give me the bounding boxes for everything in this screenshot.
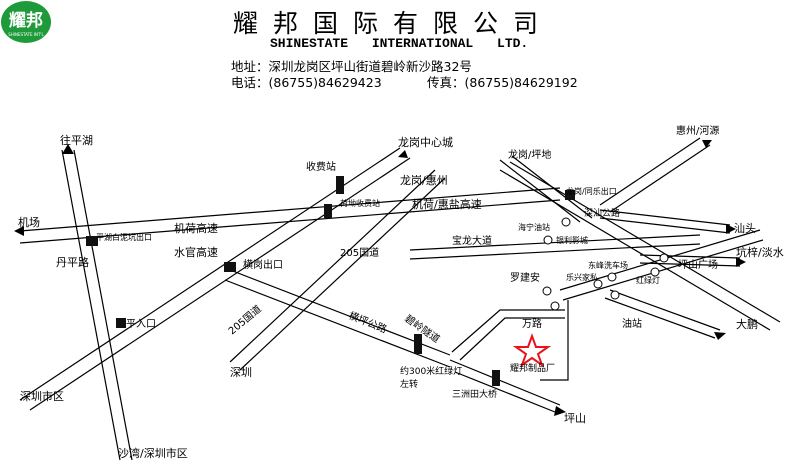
label-pingshan: 坪山	[564, 412, 586, 425]
label-turn-left: 左转	[400, 378, 418, 390]
label-shawan: 沙湾/深圳市区	[118, 446, 188, 460]
label-longgang-pingdi: 龙岗/坪地	[508, 148, 551, 161]
label-huizhou-heyuan: 惠州/河源	[676, 124, 719, 137]
road-baolong	[409, 234, 701, 260]
factory-marker-star	[512, 333, 552, 368]
road-to-factory	[451, 309, 565, 361]
label-biling-tunnel: 碧岭隧道	[402, 312, 442, 346]
arrow-wangpinghu	[62, 144, 74, 154]
label-tongle-exit: 龙岗/同乐出口	[566, 186, 617, 196]
label-danping: 丹平路	[56, 256, 89, 269]
landmark-yinli	[543, 235, 553, 245]
label-kengzi: 坑梓/淡水	[736, 245, 784, 259]
arrow-huizhou	[702, 140, 712, 148]
logo-text: 耀邦	[9, 10, 43, 31]
label-traffic-light: 红绿灯	[636, 275, 660, 285]
company-logo: 耀邦 SHINESTATE INT'L	[1, 1, 51, 43]
arrow-shantou	[726, 224, 736, 234]
logo-badge	[1, 1, 51, 43]
label-yinli: 银利影城	[556, 235, 588, 245]
label-pingshan-square: 坪山广场	[678, 258, 718, 271]
arrow-dapeng	[714, 332, 726, 340]
road-longgang-pingdi	[499, 155, 593, 223]
road-g205	[229, 169, 446, 371]
label-wangpinghu: 往平湖	[60, 133, 93, 147]
label-toll-station: 收费站	[306, 160, 336, 173]
label-g205-1: 205国道	[340, 246, 379, 259]
label-jihe-huiyan: 机荷/惠盐高速	[412, 197, 482, 211]
label-shenzhen-2: 深圳	[230, 366, 252, 379]
landmark-haining	[561, 217, 571, 227]
arrow-pingshan	[554, 406, 566, 416]
arrow-airport	[14, 226, 24, 236]
road-connector	[540, 300, 569, 381]
label-jiafeng: 东峰洗车场	[588, 260, 628, 270]
label-airport: 机场	[18, 215, 40, 229]
label-luojianan: 罗建安	[510, 271, 540, 284]
logo-subtext: SHINESTATE INT'L	[8, 32, 44, 37]
toll-booth-1	[336, 176, 344, 194]
label-lexing: 乐兴家私	[566, 272, 598, 282]
label-g205-2: 205国道	[226, 302, 264, 337]
road-hengping	[224, 267, 451, 368]
landmark-jiafeng	[607, 272, 617, 282]
landmark-wanlu	[550, 301, 560, 311]
biling-tunnel-block	[414, 334, 422, 354]
road-dapeng	[604, 289, 721, 339]
label-youzhan: 油站	[622, 317, 642, 330]
pingdi-entry-block	[116, 318, 126, 328]
label-dapeng: 大鹏	[736, 317, 758, 331]
arrow-kengzi	[736, 257, 746, 267]
landmark-light	[650, 267, 660, 277]
label-shenzhen-city-1: 深圳市区	[20, 389, 64, 403]
road-kengzi	[639, 254, 741, 267]
company-phone: 电话：(86755)84629423	[231, 75, 382, 90]
road-shuiguan	[19, 147, 411, 411]
label-shantou: 汕头	[734, 222, 756, 235]
label-wanlu: 万路	[522, 317, 542, 330]
toll-booth-2	[324, 204, 332, 218]
arrow-longgang	[398, 150, 408, 158]
label-sanzhoutian: 三洲田大桥	[452, 388, 497, 400]
label-henggang-exit: 横岗出口	[243, 258, 283, 271]
tongle-exit-block	[565, 190, 575, 200]
company-name-cn: 耀邦国际有限公司	[233, 9, 554, 38]
sanzhoutian-block	[492, 370, 500, 386]
label-shenshan: 深汕公路	[584, 207, 620, 219]
label-pingdi-entry: 平入口	[126, 319, 156, 330]
landmark-luojianan	[542, 286, 552, 296]
label-haining: 海宁油站	[518, 222, 550, 232]
landmark-youzhan	[610, 290, 620, 300]
company-fax: 传真：(86755)84629192	[427, 75, 578, 90]
road-shantou	[599, 209, 731, 234]
label-heao-toll: 荷坳收费站	[340, 198, 380, 208]
road-huizhou	[599, 137, 711, 213]
road-danping	[61, 149, 133, 461]
label-longgang-huizhou: 龙岗/惠州	[400, 173, 448, 187]
company-name-en: SHINESTATE INTERNATIONAL LTD.	[270, 36, 529, 51]
label-pinghu-exit: 平湖白泥坑出口	[96, 232, 152, 242]
landmark-lexing	[593, 279, 603, 289]
pinghu-exit-block	[86, 236, 98, 246]
landmark-pingshan-square	[659, 253, 669, 263]
label-longgang-center: 龙岗中心城	[398, 136, 453, 149]
label-jihe-highway: 机荷高速	[174, 221, 218, 235]
label-hengping-road: 横坪公路	[347, 309, 389, 336]
label-baolong: 宝龙大道	[452, 234, 492, 247]
company-address: 地址：深圳龙岗区坪山街道碧岭新沙路32号	[231, 59, 472, 74]
label-light-300m: 约300米红绿灯	[400, 365, 462, 377]
label-factory: 耀邦制品厂	[510, 362, 555, 374]
road-factory-down	[449, 359, 561, 413]
label-shuiguan: 水官高速	[174, 245, 218, 259]
henggang-exit-block	[224, 262, 236, 272]
